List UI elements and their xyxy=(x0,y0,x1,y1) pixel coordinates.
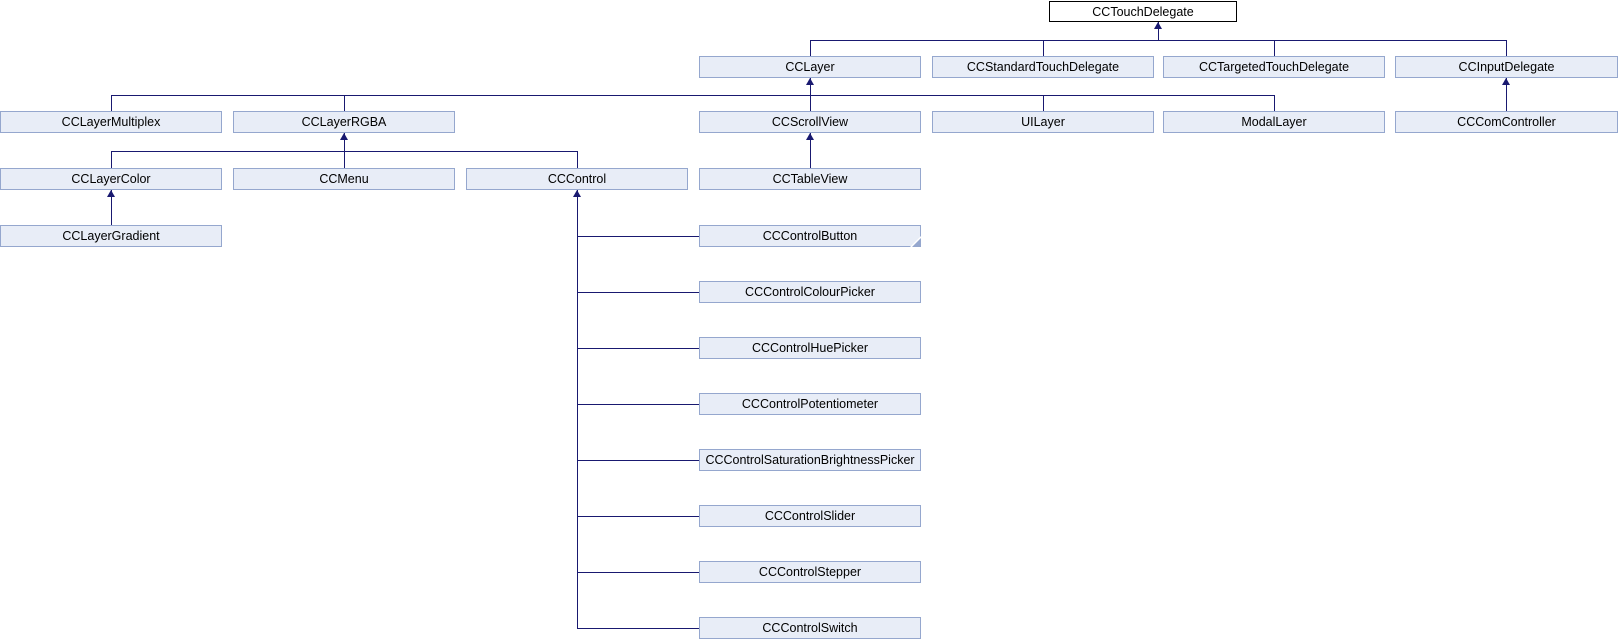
arrow-up-into-ccscrollview-icon xyxy=(806,133,814,140)
edge-stub-cclayer xyxy=(810,40,811,56)
node-cc-targeted-touch-delegate[interactable]: CCTargetedTouchDelegate xyxy=(1163,56,1385,78)
node-cc-com-controller[interactable]: CCComController xyxy=(1395,111,1618,133)
edge-branch-cccontrolstepper xyxy=(577,572,699,573)
arrow-up-into-ccinputdelegate-icon xyxy=(1502,78,1510,85)
edge-branch-cccontrolhuepicker xyxy=(577,348,699,349)
node-cc-touch-delegate: CCTouchDelegate xyxy=(1049,1,1237,22)
edge-stub-ccinputdelegate xyxy=(1506,40,1507,56)
node-cc-layer-rgba[interactable]: CCLayerRGBA xyxy=(233,111,455,133)
node-cc-input-delegate[interactable]: CCInputDelegate xyxy=(1395,56,1618,78)
arrow-up-into-cctouchdelegate-icon xyxy=(1154,22,1162,29)
edge-branch-cccontrolpotentiometer xyxy=(577,404,699,405)
edge-branch-cccontrolcolourpicker xyxy=(577,292,699,293)
arrow-up-into-cclayer-icon xyxy=(806,78,814,85)
arrow-up-into-cccontrol-icon xyxy=(573,190,581,197)
edge-stub-to-cclayerrgba xyxy=(344,133,345,168)
edge-cccomcontroller-ccinputdelegate xyxy=(1506,78,1507,111)
node-cc-layer-gradient[interactable]: CCLayerGradient xyxy=(0,225,222,247)
node-cc-control-button[interactable]: CCControlButton xyxy=(699,225,921,247)
edge-bus-cclayer-children xyxy=(111,95,1275,96)
edge-cclayergradient-cclayercolor xyxy=(111,190,112,225)
node-cc-control-switch[interactable]: CCControlSwitch xyxy=(699,617,921,639)
edge-bus-cctouchdelegate-children xyxy=(810,40,1507,41)
node-cc-control-slider[interactable]: CCControlSlider xyxy=(699,505,921,527)
edge-stub-to-cclayer xyxy=(810,78,811,111)
edge-stub-to-cctouchdelegate xyxy=(1158,22,1159,40)
arrow-up-into-cclayercolor-icon xyxy=(107,190,115,197)
folded-corner-icon xyxy=(912,238,921,247)
edge-stub-cclayercolor xyxy=(111,151,112,168)
node-ui-layer[interactable]: UILayer xyxy=(932,111,1154,133)
node-cc-control-stepper[interactable]: CCControlStepper xyxy=(699,561,921,583)
edge-stub-cclayerrgba xyxy=(344,95,345,111)
node-cc-layer-color[interactable]: CCLayerColor xyxy=(0,168,222,190)
node-cc-scroll-view[interactable]: CCScrollView xyxy=(699,111,921,133)
edge-stub-uilayer xyxy=(1043,95,1044,111)
node-cc-control-potentiometer[interactable]: CCControlPotentiometer xyxy=(699,393,921,415)
node-cc-control-button-label: CCControlButton xyxy=(762,229,858,243)
edge-branch-cccontrolswitch xyxy=(577,628,699,629)
edge-cctableview-ccscrollview xyxy=(810,133,811,168)
node-cc-control-hue-picker[interactable]: CCControlHuePicker xyxy=(699,337,921,359)
arrow-up-into-cclayerrgba-icon xyxy=(340,133,348,140)
node-cc-control-colour-picker[interactable]: CCControlColourPicker xyxy=(699,281,921,303)
edge-branch-cccontrolbutton xyxy=(577,236,699,237)
node-cc-layer[interactable]: CCLayer xyxy=(699,56,921,78)
edge-trunk-cccontrol-children xyxy=(577,190,578,628)
edge-stub-cctargetedtouchdelegate xyxy=(1274,40,1275,56)
node-cc-menu[interactable]: CCMenu xyxy=(233,168,455,190)
edge-branch-cccontrolsaturationbrightnesspicker xyxy=(577,460,699,461)
node-cc-table-view[interactable]: CCTableView xyxy=(699,168,921,190)
edge-stub-cclayermultiplex xyxy=(111,95,112,111)
node-cc-control-saturation-brightness-picker[interactable]: CCControlSaturationBrightnessPicker xyxy=(699,449,921,471)
edge-stub-modallayer xyxy=(1274,95,1275,111)
node-cc-control[interactable]: CCControl xyxy=(466,168,688,190)
node-cc-standard-touch-delegate[interactable]: CCStandardTouchDelegate xyxy=(932,56,1154,78)
node-cc-layer-multiplex[interactable]: CCLayerMultiplex xyxy=(0,111,222,133)
edge-stub-ccstandardtouchdelegate xyxy=(1043,40,1044,56)
node-modal-layer[interactable]: ModalLayer xyxy=(1163,111,1385,133)
edge-stub-cccontrol xyxy=(577,151,578,168)
edge-branch-cccontrolslider xyxy=(577,516,699,517)
